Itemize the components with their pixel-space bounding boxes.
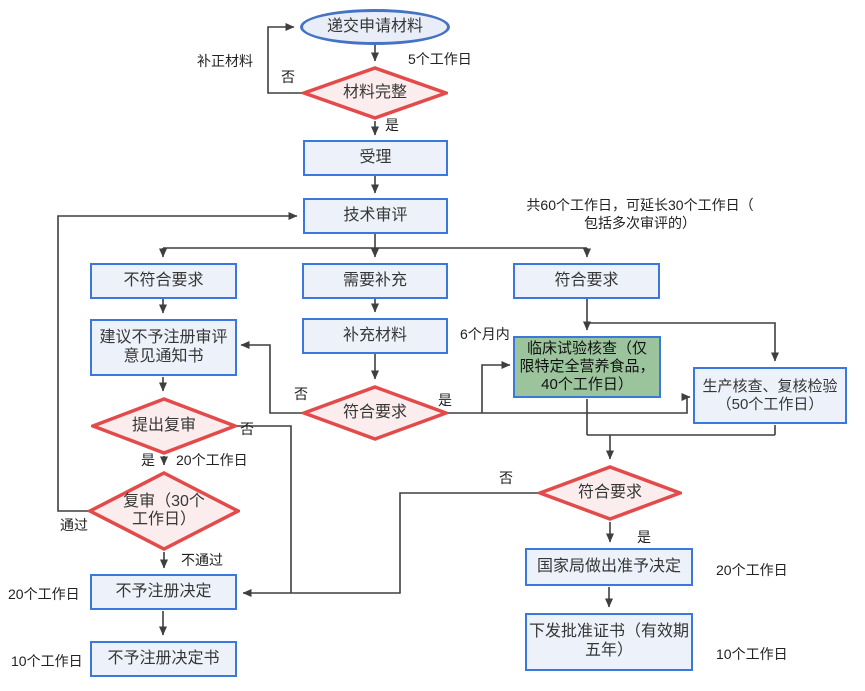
edge-label-yes-3: 是 bbox=[141, 452, 155, 468]
decision-reexamination-label: 复审（30个 工作日） bbox=[123, 492, 205, 528]
decision-meet-requirements-final-label: 符合要求 bbox=[577, 483, 642, 501]
decision-materials-complete-label: 材料完整 bbox=[342, 83, 407, 101]
node-not-meet-requirements: 不符合要求 bbox=[90, 263, 237, 299]
node-notice-no-registration: 建议不予注册审评 意见通知书 bbox=[90, 319, 237, 376]
edge-label-yes-final: 是 bbox=[637, 529, 651, 545]
decision-reexamination: 复审（30个 工作日） bbox=[88, 471, 240, 551]
annotation-review-duration: 共60个工作日，可延长30个工作日（ 包括多次审评的） bbox=[526, 197, 754, 232]
edge-label-correct-materials: 补正材料 bbox=[197, 53, 253, 69]
node-state-bureau-approval: 国家局做出准予决定 bbox=[525, 548, 693, 586]
node-submit-application: 递交申请材料 bbox=[300, 9, 450, 45]
node-no-registration-decision: 不予注册决定 bbox=[90, 574, 237, 610]
node-no-registration-document: 不予注册决定书 bbox=[90, 641, 237, 677]
edge-label-six-months: 6个月内 bbox=[460, 326, 510, 342]
decision-meet-requirements-supplement: 符合要求 bbox=[302, 385, 448, 441]
edge-label-ten-days-right: 10个工作日 bbox=[716, 646, 788, 662]
edge-label-yes-2: 是 bbox=[438, 392, 452, 408]
node-meet-requirements: 符合要求 bbox=[513, 263, 660, 299]
edge-label-no-2: 否 bbox=[294, 386, 308, 402]
decision-meet-requirements-supplement-label: 符合要求 bbox=[342, 403, 407, 421]
node-need-supplement: 需要补充 bbox=[302, 263, 448, 299]
edge-label-no-3: 否 bbox=[240, 421, 254, 437]
node-supplement-materials: 补充材料 bbox=[302, 318, 448, 354]
node-technical-review: 技术审评 bbox=[303, 198, 448, 234]
edge-label-no-final: 否 bbox=[499, 470, 513, 486]
edge-label-yes-1: 是 bbox=[385, 117, 399, 133]
node-production-check: 生产核查、复核检验 （50个工作日） bbox=[693, 367, 847, 424]
edge-label-ten-days-left: 10个工作日 bbox=[11, 653, 83, 669]
edge-label-no-1: 否 bbox=[281, 69, 295, 85]
node-issue-certificate: 下发批准证书（有效期 五年） bbox=[525, 613, 693, 671]
edge-label-five-days: 5个工作日 bbox=[408, 51, 472, 67]
edge-label-twenty-days-review: 20个工作日 bbox=[176, 452, 248, 468]
decision-request-reexamination-label: 提出复审 bbox=[131, 416, 196, 434]
decision-meet-requirements-final: 符合要求 bbox=[538, 465, 682, 521]
edge-label-twenty-days-right: 20个工作日 bbox=[716, 562, 788, 578]
node-clinical-trial-check: 临床试验核查（仅 限特定全营养食品， 40个工作日） bbox=[513, 336, 661, 398]
decision-materials-complete: 材料完整 bbox=[302, 66, 448, 120]
edge-label-twenty-days-left: 20个工作日 bbox=[8, 586, 80, 602]
edge-label-pass: 通过 bbox=[60, 517, 88, 533]
node-accept: 受理 bbox=[303, 140, 448, 176]
decision-request-reexamination: 提出复审 bbox=[91, 397, 237, 455]
edge-label-fail: 不通过 bbox=[181, 552, 223, 568]
